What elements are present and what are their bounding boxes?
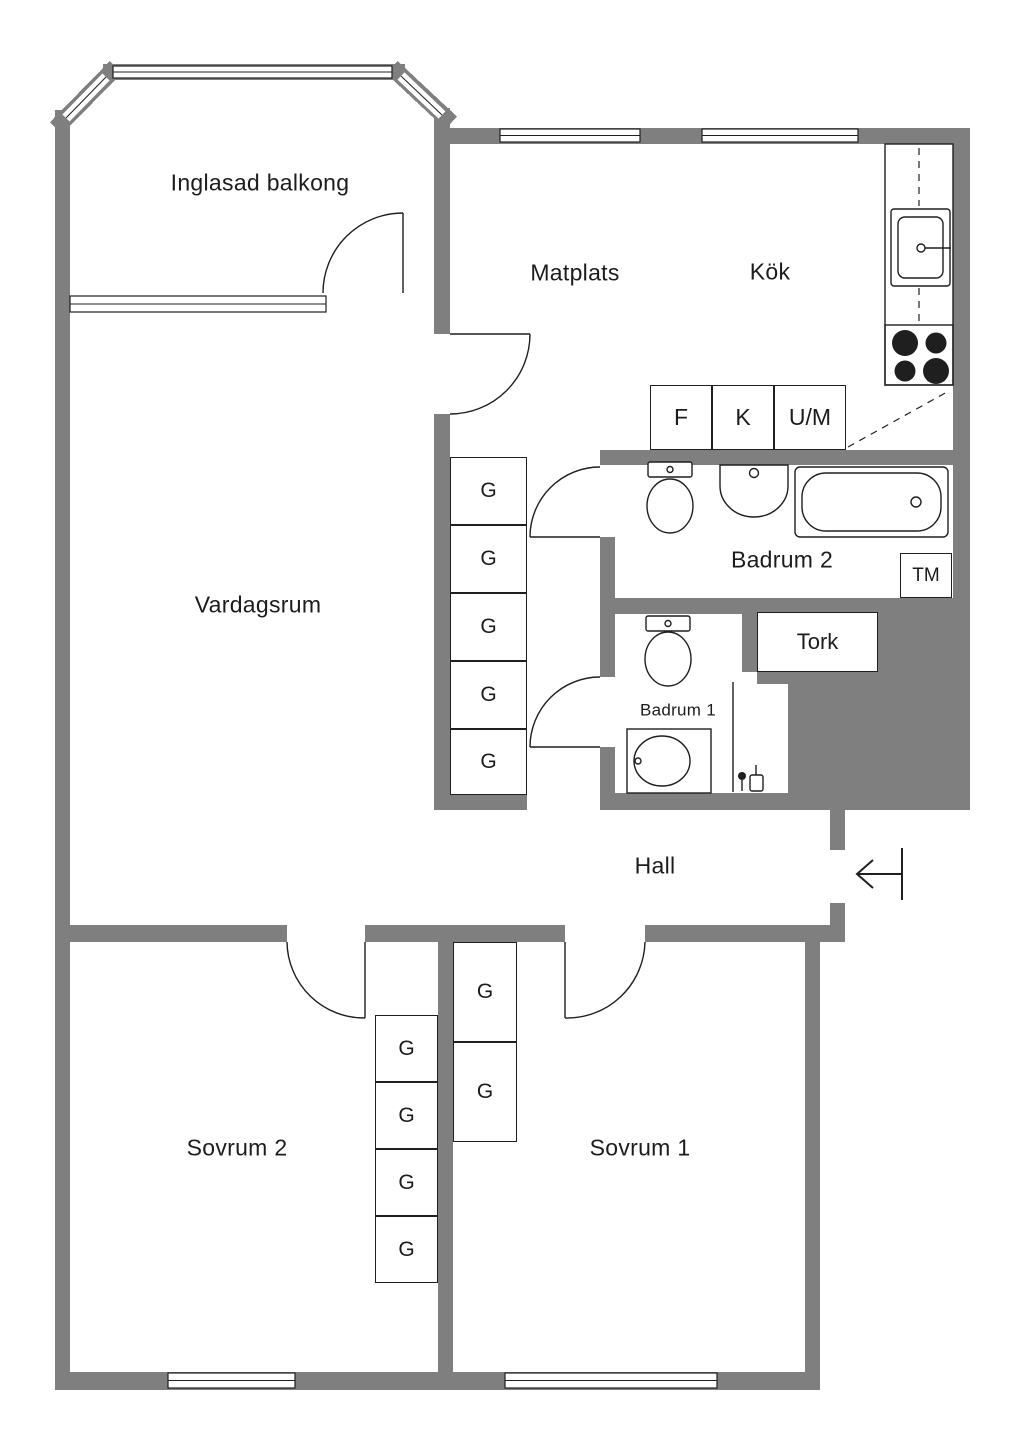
bedroom2-door — [286, 941, 366, 1019]
wardrobe-cell: G — [450, 661, 527, 729]
drying-cabinet-box: Tork — [757, 612, 878, 672]
wardrobe-label: G — [476, 1080, 494, 1103]
wardrobe-cell: G — [450, 457, 527, 525]
room-label-kitchen: Kök — [749, 258, 791, 285]
drying-cabinet-label: Tork — [796, 629, 839, 654]
toilet-icon-bathroom1 — [644, 615, 692, 687]
bathroom1-door — [529, 676, 601, 748]
balcony-door — [322, 212, 404, 294]
kitchen-sink-icon — [890, 208, 951, 287]
shower-icon — [732, 682, 764, 792]
fridge-box: F — [650, 385, 712, 450]
sink-icon-bathroom1 — [626, 728, 712, 794]
dining-door — [449, 333, 531, 415]
stove-icon — [884, 324, 954, 386]
room-label-living: Vardagsrum — [194, 591, 322, 618]
room-label-dining: Matplats — [530, 259, 620, 286]
toilet-icon-bathroom2 — [646, 461, 694, 534]
wardrobe-label: G — [398, 1237, 415, 1261]
wardrobe-label: G — [480, 547, 497, 570]
wardrobe-cell: G — [375, 1216, 438, 1283]
wardrobe-cell: G — [453, 1042, 517, 1142]
wardrobe-label: G — [398, 1103, 415, 1127]
freezer-label: K — [735, 404, 751, 430]
wardrobe-label: G — [398, 1170, 415, 1194]
washing-machine-label: TM — [912, 564, 940, 586]
wardrobe-cell: G — [450, 593, 527, 661]
entry-arrow-icon — [855, 848, 903, 900]
wardrobe-label: G — [480, 479, 497, 502]
oven-micro-box: U/M — [774, 385, 846, 450]
wardrobe-label: G — [398, 1036, 415, 1060]
windows — [62, 65, 859, 1389]
room-label-bedroom2: Sovrum 2 — [186, 1134, 288, 1161]
wardrobe-label: G — [476, 980, 494, 1003]
bathtub-icon — [794, 466, 949, 538]
room-label-bedroom1: Sovrum 1 — [589, 1134, 691, 1161]
bedroom1-door — [564, 941, 646, 1019]
wardrobe-cell: G — [375, 1082, 438, 1149]
room-label-bathroom2: Badrum 2 — [730, 546, 834, 573]
washing-machine-box: TM — [900, 553, 952, 598]
wardrobe-cell: G — [375, 1149, 438, 1216]
kitchen-counter — [847, 143, 954, 448]
oven-micro-label: U/M — [788, 404, 832, 430]
room-label-hall: Hall — [634, 852, 676, 879]
wardrobe-label: G — [480, 750, 497, 773]
door-arcs — [286, 212, 646, 1019]
wardrobe-cell: G — [450, 525, 527, 593]
wardrobe-label: G — [480, 615, 497, 638]
wardrobe-cell: G — [375, 1015, 438, 1082]
wardrobe-cell: G — [453, 942, 517, 1042]
wardrobe-cell: G — [450, 729, 527, 795]
fridge-label: F — [673, 404, 689, 430]
sink-icon-bathroom2 — [719, 464, 789, 518]
wardrobe-label: G — [480, 683, 497, 706]
room-label-balcony: Inglasad balkong — [170, 169, 350, 196]
room-label-bathroom1: Badrum 1 — [639, 700, 717, 720]
freezer-box: K — [712, 385, 774, 450]
bathroom2-door — [529, 466, 601, 538]
